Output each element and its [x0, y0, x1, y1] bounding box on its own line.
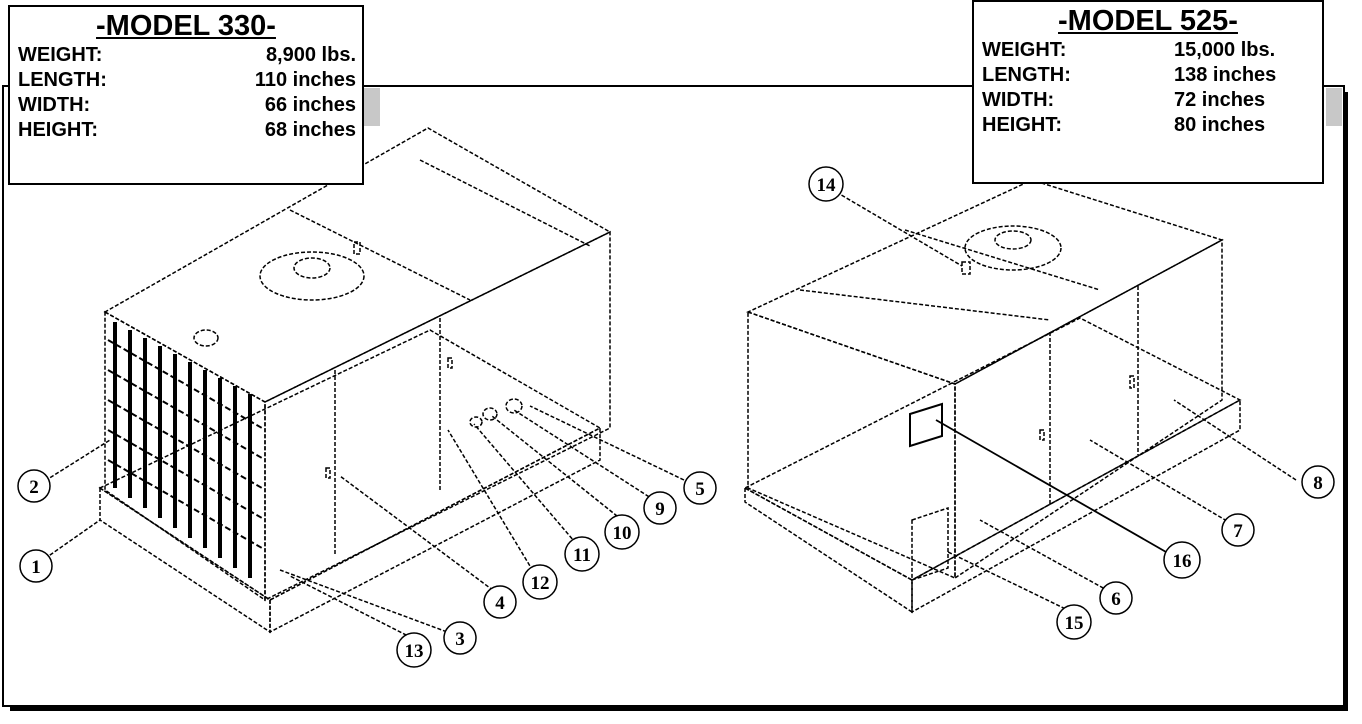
model-330-unit-drawing [98, 127, 612, 634]
callout-4: 4 [483, 585, 517, 619]
callout-2: 2 [17, 469, 51, 503]
spec-value: 80 inches [1174, 114, 1266, 136]
spec-label: LENGTH: [18, 69, 107, 91]
spec-row-height: HEIGHT: 68 inches [10, 118, 362, 143]
frame [2, 85, 1348, 711]
spec-value: 68 inches [264, 119, 356, 141]
model-525-unit-drawing [743, 179, 1242, 614]
svg-text:9: 9 [655, 499, 665, 520]
model-330-spec-box: -MODEL 330- WEIGHT: 8,900 lbs. LENGTH: 1… [8, 5, 364, 185]
callout-10: 10 [604, 514, 640, 550]
spec-label: WIDTH: [18, 94, 91, 116]
callout-8: 8 [1301, 465, 1335, 499]
svg-text:13: 13 [405, 641, 424, 662]
svg-text:3: 3 [455, 629, 465, 650]
spec-value: 138 inches [1174, 64, 1277, 86]
spec-label: HEIGHT: [18, 119, 98, 141]
svg-text:4: 4 [495, 593, 505, 614]
nameplate [909, 402, 943, 448]
svg-text:16: 16 [1173, 551, 1192, 572]
spec-value: 72 inches [1174, 89, 1266, 111]
callout-9: 9 [643, 491, 677, 525]
callout-7: 7 [1221, 513, 1255, 547]
svg-text:2: 2 [29, 477, 39, 498]
spec-row-length: LENGTH: 138 inches [974, 63, 1322, 88]
callout-13: 13 [396, 632, 432, 668]
spec-label: WEIGHT: [982, 39, 1067, 61]
callout-16: 16 [1163, 541, 1201, 579]
callout-11: 11 [564, 536, 600, 572]
svg-text:11: 11 [573, 545, 591, 566]
callout-15: 15 [1056, 604, 1092, 640]
svg-text:6: 6 [1111, 589, 1121, 610]
spec-label: LENGTH: [982, 64, 1071, 86]
spec-value: 8,900 lbs. [265, 44, 356, 66]
spec-value: 110 inches [254, 69, 356, 91]
spec-row-height: HEIGHT: 80 inches [974, 113, 1322, 138]
spec-row-length: LENGTH: 110 inches [10, 68, 362, 93]
callout-1: 1 [19, 549, 53, 583]
callout-6: 6 [1099, 581, 1133, 615]
spec-value: 15,000 lbs. [1174, 39, 1276, 61]
leader-lines [39, 185, 1297, 639]
spec-label: HEIGHT: [982, 114, 1062, 136]
svg-text:15: 15 [1065, 613, 1084, 634]
callout-12: 12 [522, 564, 558, 600]
spec-value: 66 inches [264, 94, 356, 116]
svg-text:14: 14 [817, 175, 837, 196]
model-330-title: -MODEL 330- [96, 10, 276, 42]
spec-label: WEIGHT: [18, 44, 103, 66]
spec-row-weight: WEIGHT: 15,000 lbs. [974, 38, 1322, 63]
gray-tab-left [364, 88, 380, 126]
callout-14: 14 [808, 166, 844, 202]
model-525-title: -MODEL 525- [1058, 5, 1238, 37]
condenser-coil-cross-bars [107, 339, 263, 549]
svg-text:5: 5 [695, 479, 705, 500]
gray-tab-right [1326, 88, 1342, 126]
callout-3: 3 [443, 621, 477, 655]
svg-text:1: 1 [31, 557, 41, 578]
spec-label: WIDTH: [982, 89, 1055, 111]
spec-row-weight: WEIGHT: 8,900 lbs. [10, 43, 362, 68]
spec-row-width: WIDTH: 66 inches [10, 93, 362, 118]
spec-row-width: WIDTH: 72 inches [974, 88, 1322, 113]
svg-text:8: 8 [1313, 473, 1323, 494]
svg-text:10: 10 [613, 523, 632, 544]
model-525-spec-box: -MODEL 525- WEIGHT: 15,000 lbs. LENGTH: … [972, 0, 1324, 184]
callout-5: 5 [683, 471, 717, 505]
svg-text:12: 12 [531, 573, 550, 594]
svg-text:7: 7 [1233, 521, 1243, 542]
leader-line-16 [935, 419, 1181, 561]
